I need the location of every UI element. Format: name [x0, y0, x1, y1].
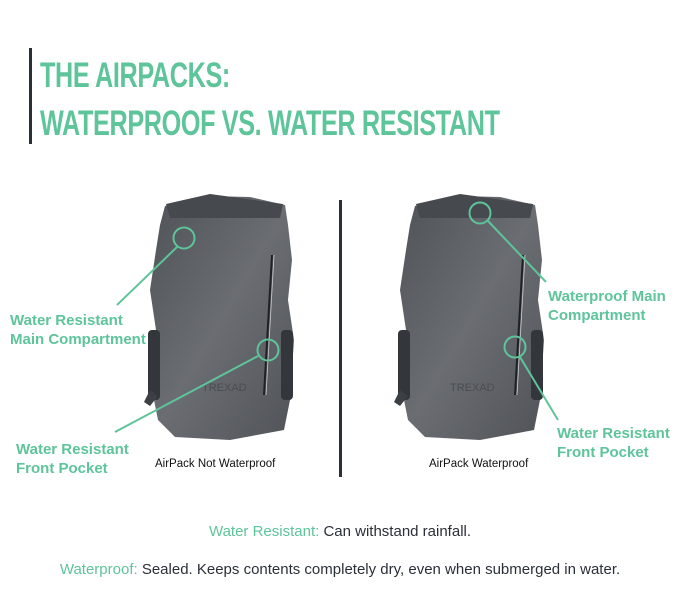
- callout-line-1: Water Resistant: [10, 312, 123, 329]
- definition-term: Waterproof:: [59, 561, 138, 578]
- title-accent-bar: [29, 48, 32, 144]
- definition-text: Sealed. Keeps contents completely dry, e…: [137, 561, 621, 578]
- callout-line-1: Water Resistant: [16, 441, 129, 458]
- definition-text: Can withstand rainfall.: [319, 523, 472, 540]
- callout-line-2: Compartment: [548, 307, 646, 324]
- brand-logo-right: TREXAD: [450, 382, 495, 394]
- callout-left-main-compartment: Water Resistant Main Compartment: [10, 311, 146, 349]
- definition-term: Water Resistant:: [208, 523, 320, 540]
- callout-right-main-compartment: Waterproof Main Compartment: [548, 287, 666, 325]
- callout-line-1: Waterproof Main: [548, 288, 666, 305]
- backpack-waterproof: TREXAD: [394, 194, 559, 440]
- callout-line-2: Main Compartment: [10, 331, 146, 348]
- callout-line-1: Water Resistant: [557, 425, 670, 442]
- title-line-1: THE AIRPACKS:: [40, 56, 230, 95]
- callout-right-front-pocket: Water Resistant Front Pocket: [557, 424, 670, 462]
- brand-logo-left: TREXAD: [202, 382, 247, 394]
- caption-not-waterproof: AirPack Not Waterproof: [155, 458, 276, 470]
- callout-left-front-pocket: Water Resistant Front Pocket: [16, 440, 129, 478]
- comparison-divider: [339, 200, 342, 477]
- backpack-not-waterproof: TREXAD: [114, 194, 294, 440]
- definition-water-resistant: Water Resistant: Can withstand rainfall.: [0, 523, 680, 540]
- callout-line-2: Front Pocket: [557, 444, 649, 461]
- page-title: THE AIRPACKS: WATERPROOF VS. WATER RESIS…: [40, 52, 500, 148]
- callout-line-2: Front Pocket: [16, 460, 108, 477]
- caption-waterproof: AirPack Waterproof: [429, 458, 529, 470]
- title-line-2: WATERPROOF VS. WATER RESISTANT: [40, 104, 500, 143]
- definition-waterproof: Waterproof: Sealed. Keeps contents compl…: [0, 561, 680, 578]
